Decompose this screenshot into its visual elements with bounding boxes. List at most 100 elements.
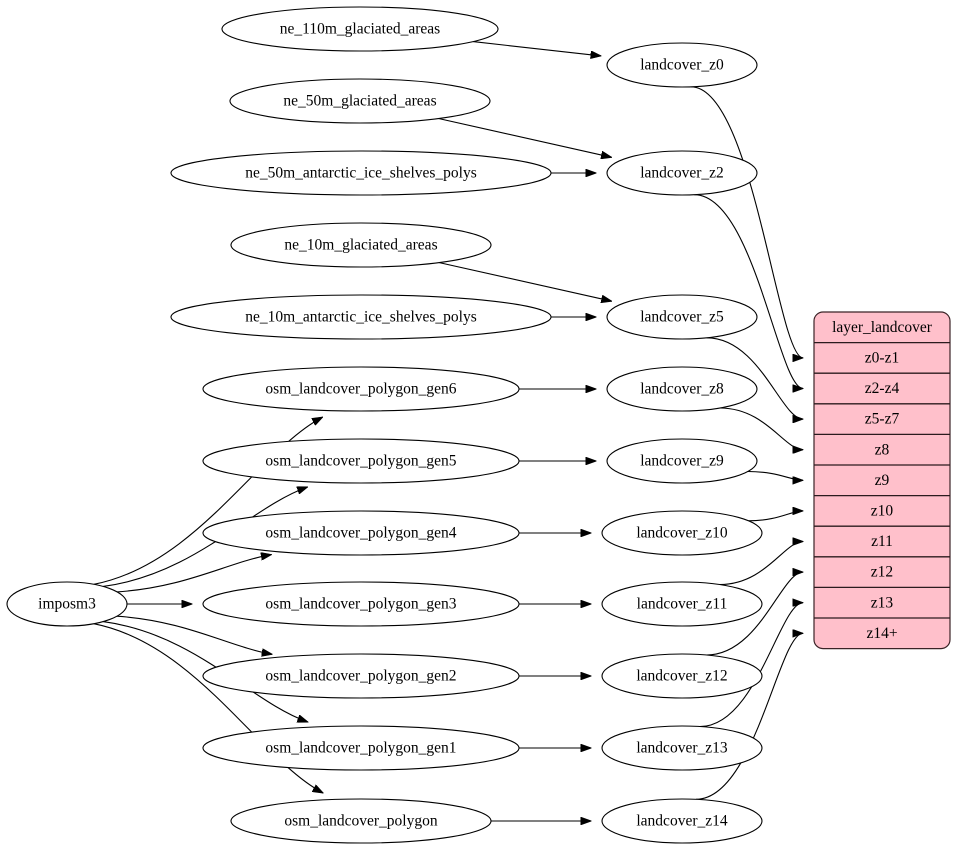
node-ellipse-osm_landcover_polygon_gen2[interactable] (202, 653, 520, 699)
node-label-landcover_z12: landcover_z12 (636, 668, 727, 685)
node-label-osm_landcover_polygon_gen1: osm_landcover_polygon_gen1 (265, 740, 456, 757)
node-label-landcover_z11: landcover_z11 (637, 596, 728, 613)
record-row-label-z5-z7: z5-z7 (865, 411, 900, 428)
record-node-layer-landcover[interactable] (813, 311, 951, 650)
node-label-landcover_z0: landcover_z0 (640, 57, 724, 74)
node-label-imposm3: imposm3 (38, 596, 96, 613)
node-ellipse-osm_landcover_polygon_gen4[interactable] (202, 510, 520, 556)
node-label-osm_landcover_polygon_gen4: osm_landcover_polygon_gen4 (265, 525, 456, 542)
node-ellipse-landcover_z8[interactable] (606, 366, 758, 412)
node-landcover_z8[interactable]: landcover_z8 (606, 366, 758, 412)
node-ne_10m_antarctic_ice_shelves_polys[interactable]: ne_10m_antarctic_ice_shelves_polys (170, 294, 552, 340)
node-label-landcover_z9: landcover_z9 (640, 453, 724, 470)
node-ellipse-landcover_z10[interactable] (601, 510, 763, 556)
node-ellipse-landcover_z13[interactable] (601, 725, 763, 771)
node-osm_landcover_polygon_gen5[interactable]: osm_landcover_polygon_gen5 (202, 438, 520, 484)
node-label-ne_110m_glaciated_areas: ne_110m_glaciated_areas (280, 21, 440, 38)
node-ellipse-landcover_z11[interactable] (601, 581, 763, 627)
node-ellipse-imposm3[interactable] (6, 581, 128, 627)
nodes-layer: ne_110m_glaciated_areas ne_50m_glaciated_… (6, 6, 763, 844)
edge-landcover_z8-to-layer_landcover-z8 (719, 407, 803, 450)
node-label-ne_10m_antarctic_ice_shelves_polys: ne_10m_antarctic_ice_shelves_polys (245, 309, 477, 326)
edge-ne_10m_glaciated_areas-to-landcover_z5 (439, 262, 611, 302)
record-row-label-z8: z8 (875, 441, 890, 458)
node-landcover_z0[interactable]: landcover_z0 (606, 42, 758, 88)
node-label-landcover_z8: landcover_z8 (640, 381, 724, 398)
node-label-osm_landcover_polygon_gen3: osm_landcover_polygon_gen3 (265, 596, 456, 613)
node-landcover_z2[interactable]: landcover_z2 (606, 150, 758, 196)
node-ellipse-osm_landcover_polygon_gen3[interactable] (202, 581, 520, 627)
node-ellipse-ne_10m_antarctic_ice_shelves_polys[interactable] (170, 294, 552, 340)
node-ne_10m_glaciated_areas[interactable]: ne_10m_glaciated_areas (230, 222, 492, 268)
node-label-ne_50m_antarctic_ice_shelves_polys: ne_50m_antarctic_ice_shelves_polys (245, 165, 477, 182)
node-label-osm_landcover_polygon_gen2: osm_landcover_polygon_gen2 (265, 668, 456, 685)
node-landcover_z14[interactable]: landcover_z14 (601, 798, 763, 844)
node-osm_landcover_polygon_gen2[interactable]: osm_landcover_polygon_gen2 (202, 653, 520, 699)
edge-imposm3-to-osm_landcover_polygon_gen6 (93, 417, 323, 585)
edge-landcover_z10-to-layer_landcover-z10 (748, 511, 803, 522)
node-ellipse-landcover_z9[interactable] (606, 438, 758, 484)
node-ellipse-landcover_z0[interactable] (606, 42, 758, 88)
node-landcover_z10[interactable]: landcover_z10 (601, 510, 763, 556)
node-landcover_z9[interactable]: landcover_z9 (606, 438, 758, 484)
record-row-label-z9: z9 (875, 472, 890, 489)
edge-ne_110m_glaciated_areas-to-landcover_z0 (472, 41, 601, 56)
node-ellipse-osm_landcover_polygon[interactable] (230, 798, 492, 844)
node-ne_50m_glaciated_areas[interactable]: ne_50m_glaciated_areas (229, 78, 491, 124)
edge-landcover_z9-to-layer_landcover-z9 (747, 470, 803, 481)
node-label-landcover_z14: landcover_z14 (636, 813, 727, 830)
node-label-osm_landcover_polygon_gen6: osm_landcover_polygon_gen6 (265, 381, 456, 398)
node-label-osm_landcover_polygon: osm_landcover_polygon (284, 813, 438, 830)
node-ellipse-landcover_z12[interactable] (601, 653, 763, 699)
node-ellipse-ne_50m_glaciated_areas[interactable] (229, 78, 491, 124)
record-row-label-z10: z10 (871, 502, 894, 519)
edge-ne_50m_glaciated_areas-to-landcover_z2 (438, 117, 612, 158)
edge-imposm3-to-osm_landcover_polygon_gen4 (117, 555, 271, 593)
edge-landcover_z14-to-layer_landcover-z14- (695, 633, 803, 800)
node-imposm3[interactable]: imposm3 (6, 581, 128, 627)
node-ellipse-ne_50m_antarctic_ice_shelves_polys[interactable] (170, 150, 552, 196)
node-ellipse-osm_landcover_polygon_gen1[interactable] (202, 725, 520, 771)
record-row-label-z12: z12 (871, 564, 893, 581)
node-label-ne_50m_glaciated_areas: ne_50m_glaciated_areas (283, 93, 436, 110)
node-ellipse-landcover_z2[interactable] (606, 150, 758, 196)
edge-landcover_z11-to-layer_landcover-z11 (719, 542, 803, 586)
node-osm_landcover_polygon_gen3[interactable]: osm_landcover_polygon_gen3 (202, 581, 520, 627)
edge-imposm3-to-osm_landcover_polygon_gen2 (116, 615, 272, 654)
record-header-label: layer_landcover (832, 319, 933, 336)
edge-landcover_z2-to-layer_landcover-z2-z4 (694, 194, 803, 389)
node-ellipse-landcover_z14[interactable] (601, 798, 763, 844)
record-row-label-z13: z13 (871, 594, 894, 611)
record-row-label-z2-z4: z2-z4 (865, 380, 900, 397)
edge-landcover_z12-to-layer_landcover-z12 (706, 572, 803, 656)
edge-imposm3-to-osm_landcover_polygon (93, 623, 323, 793)
node-ellipse-ne_110m_glaciated_areas[interactable] (221, 6, 499, 52)
node-label-landcover_z5: landcover_z5 (640, 309, 724, 326)
node-ellipse-ne_10m_glaciated_areas[interactable] (230, 222, 492, 268)
node-label-landcover_z10: landcover_z10 (636, 525, 727, 542)
node-osm_landcover_polygon_gen6[interactable]: osm_landcover_polygon_gen6 (202, 366, 520, 412)
edge-landcover_z0-to-layer_landcover-z0-z1 (690, 86, 803, 358)
node-ne_50m_antarctic_ice_shelves_polys[interactable]: ne_50m_antarctic_ice_shelves_polys (170, 150, 552, 196)
node-landcover_z13[interactable]: landcover_z13 (601, 725, 763, 771)
node-osm_landcover_polygon_gen4[interactable]: osm_landcover_polygon_gen4 (202, 510, 520, 556)
node-ellipse-osm_landcover_polygon_gen5[interactable] (202, 438, 520, 484)
node-ellipse-landcover_z5[interactable] (606, 294, 758, 340)
node-ne_110m_glaciated_areas[interactable]: ne_110m_glaciated_areas (221, 6, 499, 52)
node-osm_landcover_polygon_gen1[interactable]: osm_landcover_polygon_gen1 (202, 725, 520, 771)
record-row-label-z14+: z14+ (866, 625, 897, 642)
node-landcover_z5[interactable]: landcover_z5 (606, 294, 758, 340)
record-node-layer[interactable]: layer_landcover z0-z1 z2-z4 z5-z7 z8 z9 z10 z11… (813, 311, 951, 650)
node-landcover_z12[interactable]: landcover_z12 (601, 653, 763, 699)
record-row-label-z11: z11 (871, 533, 893, 550)
node-landcover_z11[interactable]: landcover_z11 (601, 581, 763, 627)
record-row-label-z0-z1: z0-z1 (865, 349, 899, 366)
node-osm_landcover_polygon[interactable]: osm_landcover_polygon (230, 798, 492, 844)
node-label-osm_landcover_polygon_gen5: osm_landcover_polygon_gen5 (265, 453, 456, 470)
edge-landcover_z13-to-layer_landcover-z13 (699, 603, 803, 728)
node-label-landcover_z13: landcover_z13 (636, 740, 727, 757)
node-label-landcover_z2: landcover_z2 (640, 165, 724, 182)
node-ellipse-osm_landcover_polygon_gen6[interactable] (202, 366, 520, 412)
